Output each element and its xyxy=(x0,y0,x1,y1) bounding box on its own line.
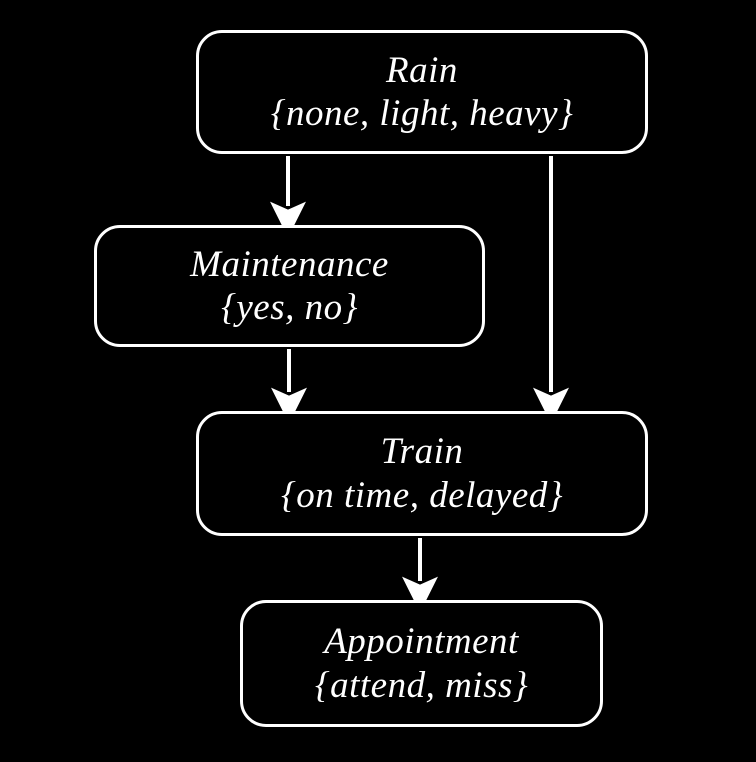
node-maintenance-label: Maintenance xyxy=(190,243,389,285)
node-train[interactable]: Train {on time, delayed} xyxy=(196,411,648,536)
node-appointment[interactable]: Appointment {attend, miss} xyxy=(240,600,603,727)
node-maintenance[interactable]: Maintenance {yes, no} xyxy=(94,225,485,347)
node-appointment-states: {attend, miss} xyxy=(314,664,529,706)
node-rain-label: Rain xyxy=(386,49,458,91)
node-rain[interactable]: Rain {none, light, heavy} xyxy=(196,30,648,154)
node-train-states: {on time, delayed} xyxy=(280,474,564,516)
node-train-label: Train xyxy=(380,431,464,473)
node-maintenance-states: {yes, no} xyxy=(221,287,358,328)
node-rain-states: {none, light, heavy} xyxy=(270,93,574,134)
node-appointment-label: Appointment xyxy=(324,621,519,663)
